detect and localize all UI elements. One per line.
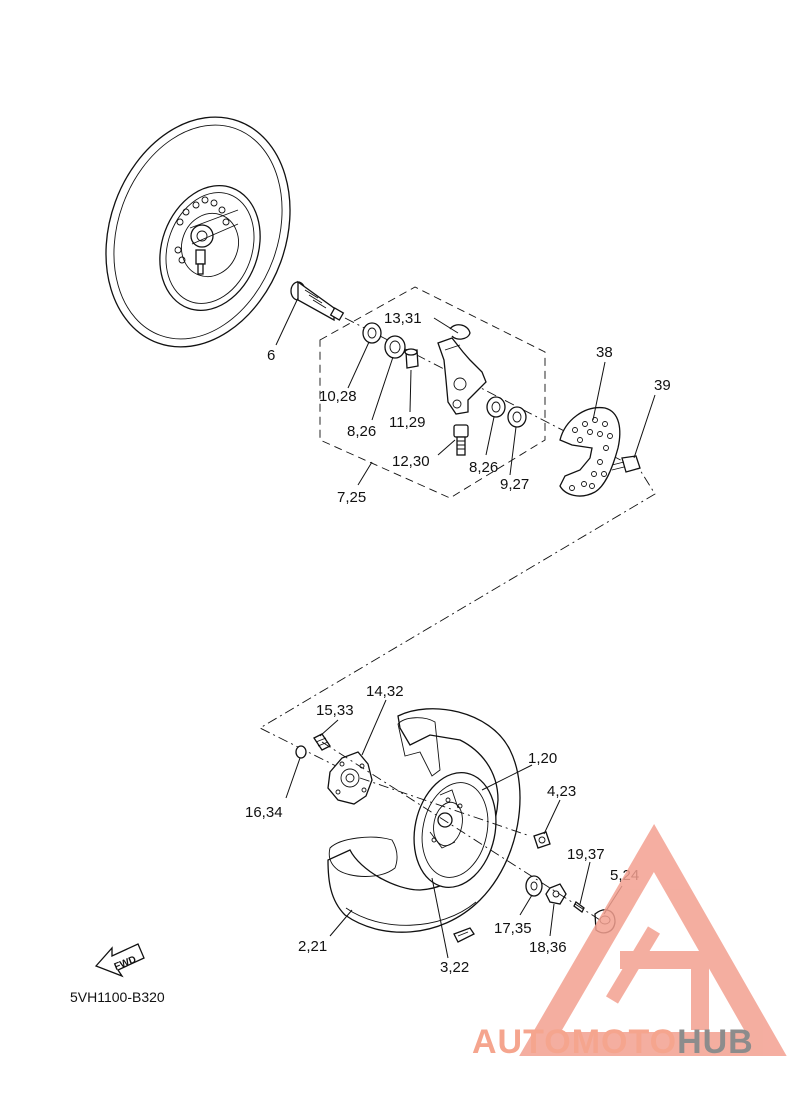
bearing-part-8-26-b [486, 396, 506, 418]
logo-text-hub: HUB [677, 1023, 754, 1061]
part-labels: 6 10,28 13,31 38 39 8,26 11,29 12,30 8,2… [245, 310, 671, 976]
brake-disc-part-38 [559, 406, 621, 497]
label-12-30: 12,30 [392, 453, 430, 470]
label-14-32: 14,32 [366, 683, 404, 700]
label-13-31: 13,31 [384, 310, 422, 327]
ball-joint-part-12-30 [453, 424, 469, 456]
bolt-part-39 [611, 455, 641, 473]
label-38: 38 [596, 344, 613, 361]
label-2-21: 2,21 [298, 938, 327, 955]
label-4-23: 4,23 [547, 783, 576, 800]
hub-part-14-32 [327, 751, 373, 805]
nut-part-18-36 [545, 883, 567, 905]
label-17-35: 17,35 [494, 920, 532, 937]
lower-rim-part-1-20 [413, 772, 497, 888]
spindle-part-6 [290, 280, 345, 322]
diagram-code: 5VH1100-B320 [70, 989, 165, 1005]
circlip-part-13-31 [449, 324, 471, 340]
label-15-33: 15,33 [316, 702, 354, 719]
label-19-37: 19,37 [567, 846, 605, 863]
o-ring-part-16-34 [295, 745, 307, 759]
automotohub-logo: AUTOMOTOHUB [472, 823, 787, 1061]
label-8-26-a: 8,26 [347, 423, 376, 440]
label-18-36: 18,36 [529, 939, 567, 956]
knuckle [437, 337, 487, 415]
valve-part-3-22 [453, 927, 475, 943]
svg-text:AUTOMOTOHUB: AUTOMOTOHUB [472, 1023, 754, 1061]
label-39: 39 [654, 377, 671, 394]
label-11-29: 11,29 [389, 414, 425, 431]
upper-wheel [105, 116, 291, 348]
label-6: 6 [267, 347, 275, 364]
collar-part-11-29 [404, 348, 419, 369]
logo-text-automoto: AUTOMOTO [472, 1023, 677, 1061]
label-16-34: 16,34 [245, 804, 283, 821]
label-7-25: 7,25 [337, 489, 366, 506]
label-10-28: 10,28 [319, 388, 357, 405]
fwd-arrow-icon: FWD [94, 943, 145, 978]
label-9-27: 9,27 [500, 476, 529, 493]
seal-part-10-28 [362, 322, 382, 344]
label-8-26-b: 8,26 [469, 459, 498, 476]
leader-lines [275, 297, 656, 959]
label-1-20: 1,20 [528, 750, 557, 767]
bearing-part-8-26-a [384, 335, 406, 359]
seal-part-9-27 [507, 406, 527, 428]
nut-part-4-23 [533, 831, 551, 849]
group-boundary-7-25 [319, 286, 546, 499]
label-3-22: 3,22 [440, 959, 469, 976]
washer-part-17-35 [525, 875, 543, 897]
